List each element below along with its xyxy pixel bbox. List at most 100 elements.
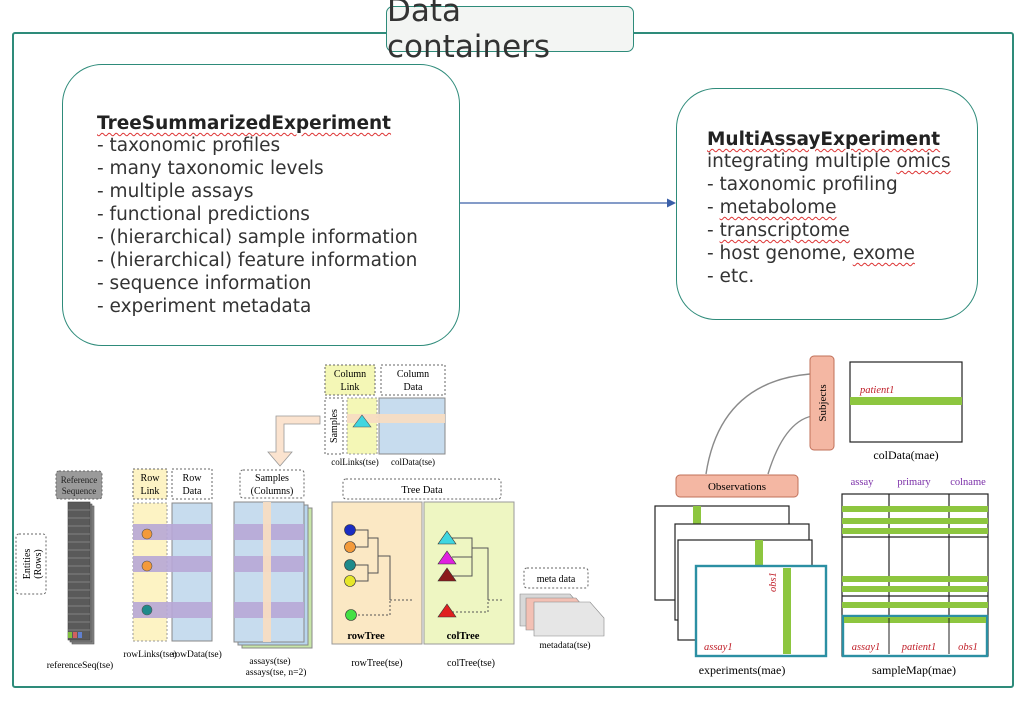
subjects-label: Subjects [817, 384, 829, 421]
row-link-box [132, 468, 168, 500]
subjects-box [809, 355, 835, 451]
metadata-sheet [533, 601, 605, 637]
mae-item-prefix: - [707, 220, 720, 241]
row-tree-leaf [344, 541, 356, 553]
obs1-column-bar [783, 568, 791, 654]
samples-label: Samples [329, 409, 340, 443]
column-data-panel [378, 397, 446, 455]
row-tree-branches [354, 529, 414, 616]
tse-item: - many taxonomic levels [97, 158, 324, 179]
patient-row-bar [850, 397, 962, 405]
row-data-label: Row [183, 473, 203, 484]
mae-item: - metabolome [707, 196, 951, 219]
mae-subtitle-word: omics [896, 151, 951, 172]
patient1-label: patient1 [859, 385, 894, 396]
page-title: Data containers [386, 0, 634, 65]
column-link-label: Link [341, 382, 360, 393]
node-marker [141, 604, 153, 616]
highlight-row [133, 602, 212, 618]
mae-item-word: transcriptome [719, 220, 850, 241]
mae-item-word: exome [852, 243, 915, 264]
tse-text-block: TreeSummarizedExperiment - taxonomic pro… [97, 113, 418, 318]
column-link-label: Column [334, 369, 366, 380]
mae-item: - transcriptome [707, 219, 951, 242]
tse-item: - (hierarchical) feature information [97, 250, 418, 271]
assay1-experiment [694, 564, 828, 658]
tse-item: - multiple assays [97, 181, 254, 202]
node-marker [141, 528, 153, 540]
mae-item: - host genome, exome [707, 242, 951, 265]
highlight-row [347, 414, 445, 423]
samples-box [324, 397, 344, 455]
row-tree-leaf [344, 524, 356, 536]
assay1-label: assay1 [704, 642, 733, 653]
mae-item-prefix: - [707, 197, 720, 218]
metadata-caption: metadata(tse) [539, 640, 590, 651]
mae-item: - taxonomic profiling [707, 174, 898, 195]
col-tree-label: colTree [447, 631, 480, 642]
row-link-label: Link [141, 486, 160, 497]
tse-title: TreeSummarizedExperiment [97, 113, 392, 134]
tse-item: - sequence information [97, 273, 312, 294]
samplemap-value: patient1 [901, 642, 936, 653]
col-tree-leaf [437, 567, 457, 582]
column-data-label: Data [404, 382, 423, 393]
col-tree-branches [450, 537, 504, 613]
tse-item: - (hierarchical) sample information [97, 227, 418, 248]
mae-subtitle: integrating multiple omics [707, 150, 951, 173]
meta-data-label: meta data [537, 574, 576, 585]
row-tree-leaf [344, 559, 356, 571]
highlight-row [133, 556, 212, 572]
experiment-bar [755, 540, 763, 568]
experiments-caption: experiments(mae) [699, 663, 786, 677]
meta-data-box [523, 567, 589, 589]
reference-sequence-label: Reference [61, 475, 97, 485]
node-marker [141, 560, 153, 572]
col-tree-leaf [437, 550, 457, 565]
row-data-box [171, 468, 213, 500]
reference-seq-caption: referenceSeq(tse) [47, 660, 113, 671]
tse-item: - experiment metadata [97, 296, 312, 317]
tse-structure-diagram: Reference Sequence referenceSeq(tse) Ent… [15, 364, 605, 678]
col-tree-leaf [437, 530, 457, 545]
col-tree-caption: colTree(tse) [447, 658, 495, 669]
reference-sequence-stack [67, 501, 95, 645]
row-tree-caption: rowTree(tse) [351, 658, 402, 669]
tree-data-label: Tree Data [401, 485, 443, 496]
elbow-arrow [267, 415, 321, 467]
tse-card: TreeSummarizedExperiment - taxonomic pro… [62, 64, 460, 346]
arc-connector [767, 415, 813, 475]
tse-to-mae-arrow [460, 198, 676, 208]
mae-coldata-caption: colData(mae) [873, 448, 938, 462]
mae-item-word: metabolome [719, 197, 837, 218]
samplemap-value: assay1 [852, 642, 881, 653]
highlight-column [263, 502, 271, 642]
samplemap-header: colname [950, 477, 986, 488]
mae-item-prefix: - host genome, [707, 243, 853, 264]
mae-subtitle-prefix: integrating multiple [707, 151, 897, 172]
observations-box [675, 474, 799, 498]
samples-columns-box [239, 469, 305, 499]
samplemap-header: primary [897, 477, 931, 488]
column-node-marker [352, 414, 372, 428]
tse-item: - taxonomic profiles [97, 135, 281, 156]
col-tree-panel [423, 501, 515, 645]
entities-label: Entities [22, 549, 33, 580]
highlight-row [133, 524, 212, 540]
row-tree-leaf [345, 609, 357, 621]
experiment-bar [693, 506, 701, 528]
mae-structure-diagram: Subjects patient1 colData(mae) Observati… [654, 355, 989, 677]
mae-item: - etc. [707, 266, 755, 287]
samplemap-caption: sampleMap(mae) [872, 663, 956, 677]
tse-item: - functional predictions [97, 204, 310, 225]
tree-data-box [342, 478, 502, 500]
col-links-caption: colLinks(tse) [331, 457, 379, 467]
row-data-caption: rowData(tse) [172, 649, 222, 660]
row-data-label: Data [183, 486, 202, 497]
mae-title: MultiAssayExperiment [707, 129, 941, 150]
samplemap-value: obs1 [958, 642, 978, 653]
obs1-label: obs1 [768, 572, 779, 592]
reference-sequence-label: Sequence [62, 486, 96, 496]
assays-n-caption: assays(tse, n=2) [246, 667, 307, 678]
column-data-label: Column [397, 369, 429, 380]
